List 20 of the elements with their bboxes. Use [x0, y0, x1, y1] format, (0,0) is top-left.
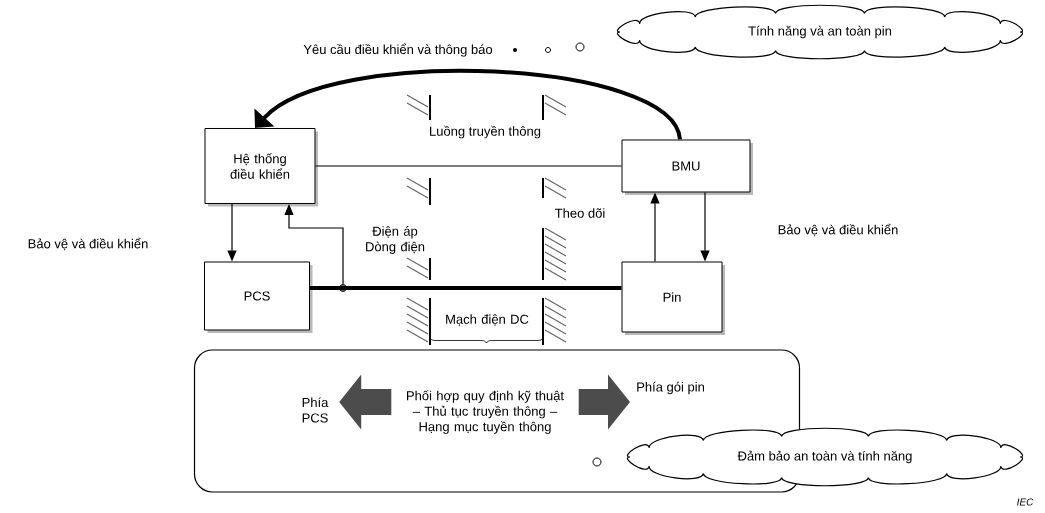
annotation-text: Mạch điện DC: [446, 314, 529, 326]
arrow: [254, 68, 682, 141]
annotation-text: Theo dõi: [555, 208, 605, 218]
panel-text: Phối hợp quy định kỹ thuật – Thủ tục truyền thông – Hạng mục tuyền thông: [407, 390, 564, 434]
source-note: IEC: [1017, 498, 1034, 506]
control-box: Hệ thống điều khiển: [204, 128, 318, 207]
pcs-box: PCS: [204, 261, 313, 333]
thought-cloud: Đảm bảo an toàn và tính năng: [626, 427, 1024, 487]
thought-cloud: Tính năng và an toàn pin: [616, 4, 1024, 60]
annotation-text: Bảo vệ và điều khiển: [28, 237, 148, 251]
connector-line: [314, 165, 623, 167]
battery-box: Pin: [621, 261, 725, 335]
panel-text: Phía PCS: [302, 397, 329, 423]
edge-label: Điện áp Dòng điện: [366, 226, 425, 254]
edge-label: Luồng truyền thông: [430, 125, 541, 139]
connector-line: [310, 286, 622, 290]
annotation-text: Bảo vệ và điều khiển: [778, 223, 898, 237]
bmu-box: BMU: [621, 139, 753, 195]
panel-text: Phía gói pin: [637, 381, 704, 395]
annotation-text: Yêu cầu điều khiển và thông báo: [303, 43, 493, 57]
